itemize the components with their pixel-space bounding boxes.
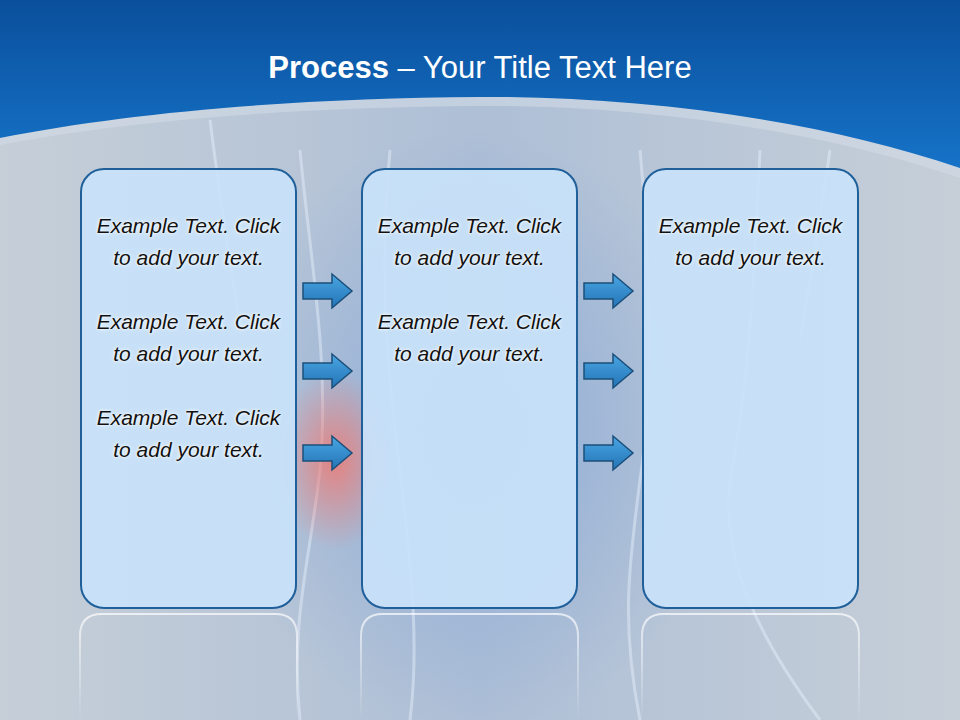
title-emphasis: Process <box>268 50 389 85</box>
light-band <box>0 0 960 178</box>
process-box: Example Text. Click to add your text. <box>642 168 859 609</box>
box-text: Example Text. Click to add your text. <box>373 306 566 370</box>
box-text: Example Text. Click to add your text. <box>373 210 566 274</box>
box-reflections <box>80 614 859 720</box>
box-text: Example Text. Click to add your text. <box>92 402 285 466</box>
process-box: Example Text. Click to add your text. Exa… <box>80 168 297 609</box>
process-arrow <box>303 274 352 308</box>
process-arrow <box>584 436 633 470</box>
box-text: Example Text. Click to add your text. <box>654 210 847 274</box>
process-box: Example Text. Click to add your text. Exa… <box>361 168 578 609</box>
slide-title: Process – Your Title Text Here <box>0 50 960 86</box>
process-arrow <box>303 354 352 388</box>
process-arrow <box>303 436 352 470</box>
process-arrow <box>584 274 633 308</box>
box-text: Example Text. Click to add your text. <box>92 210 285 274</box>
title-rest: – Your Title Text Here <box>389 50 692 85</box>
box-text: Example Text. Click to add your text. <box>92 306 285 370</box>
header-band <box>0 0 960 168</box>
process-arrow <box>584 354 633 388</box>
